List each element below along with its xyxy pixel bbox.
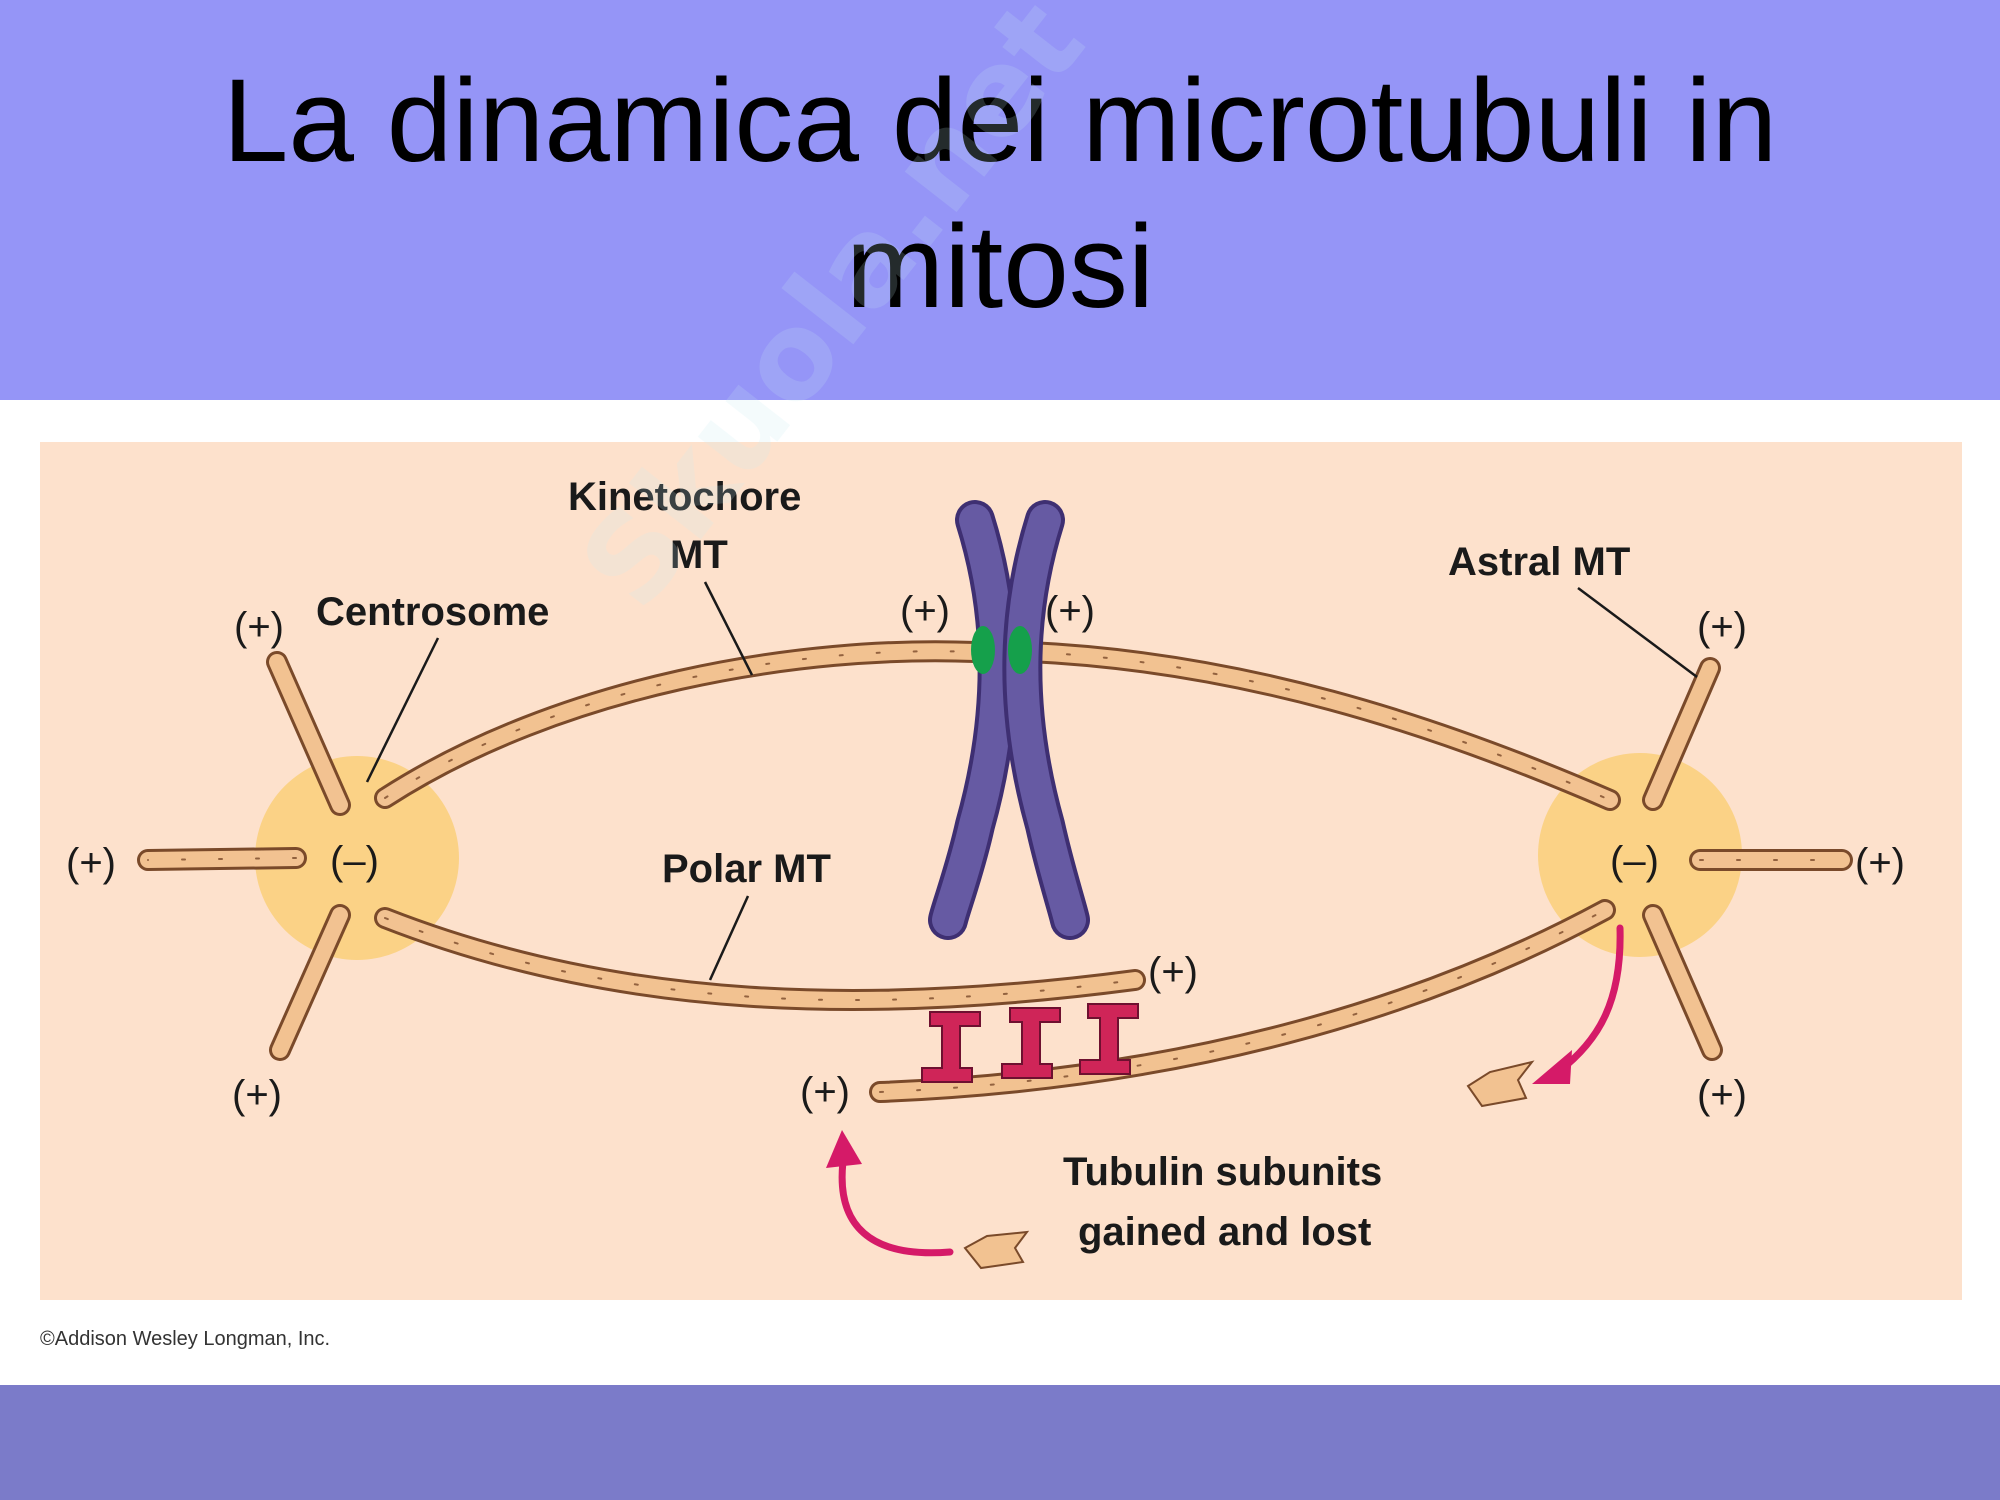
tubulin-label-line2: gained and lost: [1078, 1210, 1371, 1254]
motor-protein: [921, 1011, 981, 1083]
motor-proteins: [921, 1003, 1139, 1083]
arrow-subunit-gained: [838, 1144, 954, 1257]
kinetochore-left: [971, 626, 995, 674]
minus-sign: (–): [1610, 839, 1659, 883]
arrowhead-gained: [826, 1130, 862, 1168]
tubulin-label-line1: Tubulin subunits: [1063, 1150, 1382, 1194]
plus-sign: (+): [66, 841, 116, 885]
centrosome-label: Centrosome: [316, 590, 549, 634]
plus-sign: (+): [1045, 589, 1095, 633]
chromosome: [928, 500, 1090, 940]
plus-sign: (+): [234, 605, 284, 649]
footer-band: [0, 1385, 2000, 1500]
leader-kinetochore-mt: [703, 581, 754, 676]
kinetochore-mt-label-line2: MT: [670, 533, 728, 577]
microtubules: [137, 640, 1853, 1103]
plus-sign: (+): [1697, 1073, 1747, 1117]
diagram-svg: Kinetochore MT Centrosome Astral MT Pola…: [40, 442, 1962, 1350]
plus-sign: (+): [1855, 841, 1905, 885]
plus-sign: (+): [232, 1073, 282, 1117]
plus-sign: (+): [900, 589, 950, 633]
right-centrosome: [1538, 753, 1742, 957]
minus-sign: (–): [330, 839, 379, 883]
arrowhead-lost: [1532, 1050, 1572, 1084]
plus-sign: (+): [1148, 950, 1198, 994]
tubulin-subunit: [1466, 1060, 1535, 1108]
title-banner: [0, 0, 2000, 400]
kinetochore-right: [1008, 626, 1032, 674]
figure-credit: ©Addison Wesley Longman, Inc.: [40, 1328, 330, 1350]
arrow-subunit-lost: [1554, 924, 1624, 1076]
motor-protein: [1001, 1007, 1061, 1079]
subunit-arrows: [838, 924, 1624, 1257]
astral-mt-label: Astral MT: [1448, 540, 1630, 584]
slide-title: La dinamica dei microtubuli in mitosi: [222, 55, 1778, 333]
plus-sign: (+): [1697, 605, 1747, 649]
polar-mt-label: Polar MT: [662, 847, 831, 891]
leader-lines: [365, 581, 1698, 981]
left-centrosome: [255, 756, 459, 960]
motor-protein: [1079, 1003, 1139, 1075]
tubulin-subunit: [963, 1230, 1030, 1270]
mitosis-figure: Kinetochore MT Centrosome Astral MT Pola…: [0, 400, 2000, 1385]
leader-centrosome: [365, 637, 440, 783]
leader-astral-mt: [1577, 586, 1698, 679]
leader-polar-mt: [708, 895, 750, 981]
plus-sign: (+): [800, 1070, 850, 1114]
kinetochore-mt-label-line1: Kinetochore: [568, 475, 801, 519]
